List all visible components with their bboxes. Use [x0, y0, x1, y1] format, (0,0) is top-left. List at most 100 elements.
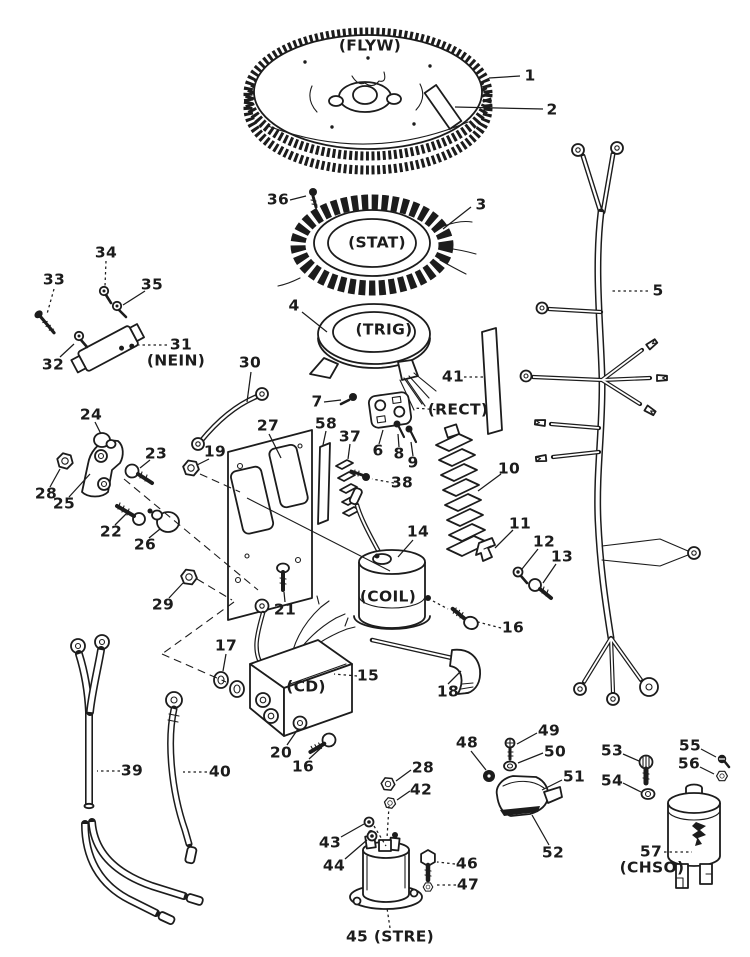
part-label-44: 44 — [322, 856, 346, 875]
nut-42 — [383, 797, 397, 809]
screw-35 — [111, 300, 128, 319]
part-label-flyw: (FLYW) — [338, 36, 402, 55]
bolt-23 — [124, 463, 154, 485]
ground-strap-30 — [191, 387, 269, 451]
part-label-nein: (NEIN) — [146, 351, 206, 370]
washer-54 — [640, 788, 656, 800]
nut-56 — [715, 770, 729, 782]
part-label-33: 33 — [42, 270, 66, 289]
part-label-20: 20 — [269, 743, 293, 762]
part-label-17: 17 — [214, 636, 238, 655]
leader-lines — [46, 75, 717, 929]
nut-28-upper — [56, 452, 74, 470]
nut-29 — [180, 568, 198, 586]
part-label-56: 56 — [677, 754, 701, 773]
cap-24 — [93, 432, 117, 449]
part-label-43: 43 — [318, 833, 342, 852]
part-label-12: 12 — [532, 532, 556, 551]
nut-43 — [363, 816, 375, 828]
nut-47 — [422, 882, 434, 892]
part-label-rect: (RECT) — [427, 400, 489, 419]
part-label-5: 5 — [652, 281, 664, 300]
part-label-30: 30 — [238, 353, 262, 372]
flywheel-key-plate — [423, 84, 463, 130]
part-label-35: 35 — [140, 275, 164, 294]
part-label-29: 29 — [151, 595, 175, 614]
part-label-14: 14 — [406, 522, 430, 541]
starter-solenoid-drawing — [349, 830, 423, 910]
bolt-16-coil — [450, 606, 479, 630]
part-label-40: 40 — [208, 762, 232, 781]
part-label-50: 50 — [543, 742, 567, 761]
grommet-48 — [483, 770, 495, 782]
nut-28-lower — [380, 777, 396, 791]
part-label-46: 46 — [455, 854, 479, 873]
terminal-block-drawing — [435, 423, 490, 557]
cd-unit-drawing — [249, 595, 356, 737]
shift-bracket-51-52 — [495, 775, 563, 817]
bolt-21 — [276, 562, 290, 592]
part-label-42: 42 — [409, 780, 433, 799]
part-label-53: 53 — [600, 741, 624, 760]
screw-49 — [504, 737, 516, 761]
nut-19 — [182, 459, 200, 477]
nein-switch-drawing — [70, 323, 145, 374]
screw-38 — [349, 469, 370, 481]
part-label-7: 7 — [311, 392, 323, 411]
part-label-31: 31 — [169, 335, 193, 354]
part-label-4: 4 — [288, 296, 300, 315]
part-label-2: 2 — [546, 100, 558, 119]
screw-55 — [717, 754, 731, 769]
part-label-22: 22 — [99, 522, 123, 541]
part-label-25: 25 — [52, 494, 76, 513]
part-label-16b: 16 — [291, 757, 315, 776]
part-label-32: 32 — [41, 355, 65, 374]
mount-26 — [147, 508, 180, 533]
part-label-18: 18 — [436, 682, 460, 701]
rectifier-drawing — [339, 391, 418, 444]
spark-plug-lead-18 — [369, 637, 481, 695]
part-label-45: 45 (STRE) — [345, 927, 435, 946]
bolt-46 — [420, 849, 436, 883]
bolt-33 — [34, 310, 56, 335]
part-label-34: 34 — [94, 243, 118, 262]
pin-9 — [405, 425, 418, 444]
part-label-8: 8 — [393, 444, 405, 463]
screw-36 — [309, 188, 318, 209]
part-label-28a: 28 — [34, 484, 58, 503]
part-label-54: 54 — [600, 771, 624, 790]
part-label-1: 1 — [524, 66, 536, 85]
insulator-strip-58 — [317, 442, 331, 525]
part-label-chso: (CHSO) — [619, 858, 685, 877]
flywheel-drawing — [243, 27, 493, 175]
part-label-13: 13 — [550, 547, 574, 566]
part-label-55: 55 — [678, 736, 702, 755]
washer-20 — [292, 715, 308, 731]
choke-solenoid-drawing — [667, 783, 721, 889]
part-label-49: 49 — [537, 721, 561, 740]
bolt-53 — [638, 754, 654, 786]
pin-8 — [393, 420, 406, 439]
wiring-harness-drawing — [519, 141, 701, 706]
insulator-strip-41 — [481, 327, 503, 435]
part-label-3: 3 — [475, 195, 487, 214]
part-label-11: 11 — [508, 514, 532, 533]
part-label-16a: 16 — [501, 618, 525, 637]
part-label-47: 47 — [456, 875, 480, 894]
bolt-16-cd — [308, 732, 337, 754]
clip-11 — [475, 537, 496, 562]
part-label-52: 52 — [541, 843, 565, 862]
battery-cable-39 — [70, 634, 204, 926]
part-label-37: 37 — [338, 427, 362, 446]
part-label-41: 41 — [441, 367, 465, 386]
part-label-9: 9 — [407, 453, 419, 472]
washer-50 — [503, 760, 517, 772]
ignition-coil-drawing — [348, 487, 479, 630]
part-label-trig: (TRIG) — [355, 320, 413, 339]
assembly-axis-lines — [123, 473, 391, 847]
part-label-19: 19 — [203, 442, 227, 461]
trigger-ring-drawing — [309, 303, 437, 411]
screw-7 — [339, 393, 357, 406]
part-label-38: 38 — [390, 473, 414, 492]
